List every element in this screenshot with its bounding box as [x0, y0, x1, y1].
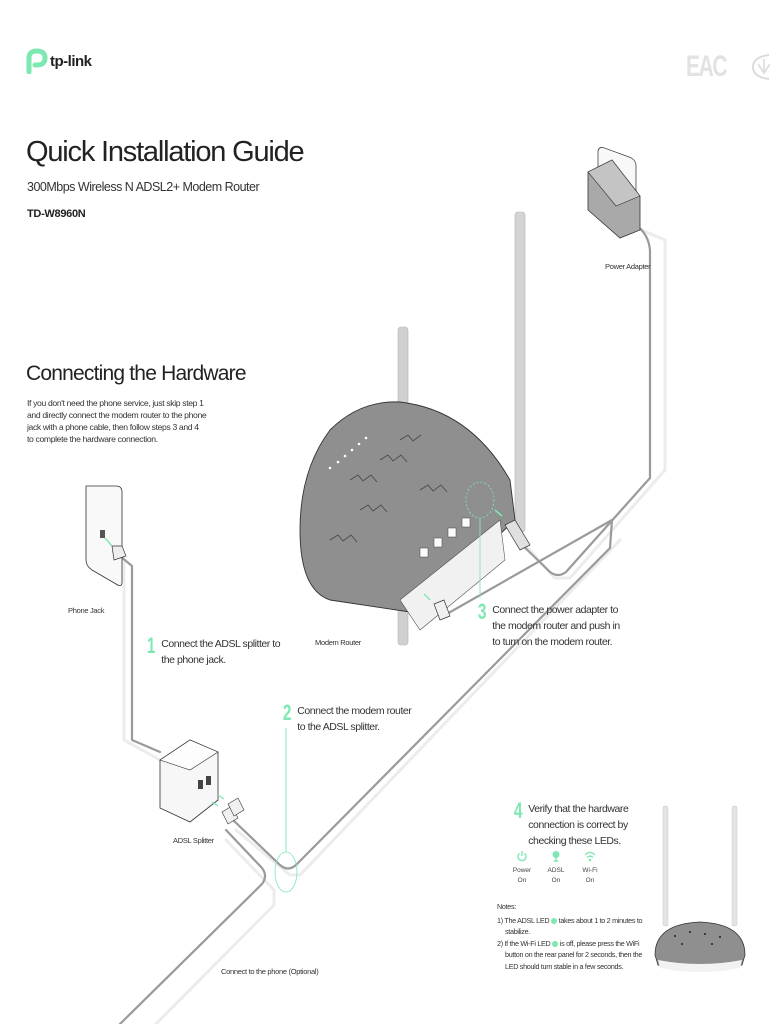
- led-status-list: Power On ADSL On Wi-Fi On: [512, 850, 600, 886]
- step-number: 2: [282, 700, 292, 725]
- adsl-led-icon: [550, 917, 557, 924]
- note-text: 2) If the Wi-Fi LED: [497, 938, 551, 948]
- led-state: On: [551, 877, 561, 884]
- model-number: TD-W8960N: [27, 208, 86, 220]
- product-subtitle: 300Mbps Wireless N ADSL2+ Modem Router: [27, 180, 260, 194]
- led-name: ADSL: [547, 867, 565, 874]
- step-3: 3 Connect the power adapter to the modem…: [476, 599, 626, 650]
- modem-router-illustration: [299, 401, 516, 631]
- led-name: Power: [512, 867, 532, 874]
- section-title: Connecting the Hardware: [26, 362, 247, 385]
- led-state: On: [585, 877, 595, 884]
- wifi-led-icon: [552, 940, 559, 947]
- antenna-right: [514, 211, 526, 533]
- notes: Notes: 1) The ADSL LED takes about 1 to …: [497, 901, 647, 972]
- note-text: takes about 1 to 2 minutes to stabilize.: [505, 915, 643, 937]
- wifi-icon: [584, 851, 596, 862]
- section-intro: If you don't need the phone service, jus…: [27, 398, 207, 444]
- led-wifi: Wi-Fi On: [580, 850, 600, 886]
- certification-marks: EAC: [686, 50, 770, 84]
- notes-title: Notes:: [497, 902, 516, 911]
- step-number: 3: [477, 599, 487, 624]
- tp-link-logo-icon: [26, 48, 48, 74]
- splitter-cable-shadow: [122, 558, 162, 762]
- power-cable: [510, 220, 652, 577]
- small-router-illustration: [654, 805, 746, 972]
- step-text: Connect the modem router to the ADSL spl…: [297, 705, 412, 733]
- dsl-plug: [433, 599, 451, 621]
- phone-cable: [118, 828, 267, 1024]
- note-item: 2) If the Wi-Fi LED is off, please press…: [497, 938, 647, 973]
- label-connect-phone: Connect to the phone (Optional): [221, 967, 319, 976]
- modem-splitter-cable: [231, 518, 614, 870]
- step-text: Connect the power adapter to the modem r…: [492, 604, 620, 648]
- led-adsl: ADSL On: [546, 850, 566, 886]
- phone-jack-plate: [85, 485, 127, 586]
- adsl-icon: [552, 851, 560, 862]
- step-4: 4 Verify that the hardware connection is…: [512, 798, 652, 849]
- ukraine-conformity-icon: [752, 54, 770, 80]
- tp-link-logo: tp-link: [26, 48, 92, 74]
- step-1: 1 Connect the ADSL splitter to the phone…: [145, 633, 285, 668]
- power-adapter: [587, 147, 641, 239]
- note-item: 1) The ADSL LED takes about 1 to 2 minut…: [497, 915, 647, 938]
- step-number: 1: [146, 633, 156, 658]
- page-title: Quick Installation Guide: [26, 136, 305, 168]
- power-plug: [504, 519, 531, 551]
- logo-text: tp-link: [50, 52, 92, 70]
- note-text: 1) The ADSL LED: [497, 915, 550, 925]
- label-adsl-splitter: ADSL Splitter: [173, 836, 214, 845]
- label-phone-jack: Phone Jack: [68, 606, 105, 615]
- step-number: 4: [513, 798, 523, 823]
- led-name: Wi-Fi: [582, 867, 598, 874]
- power-icon: [517, 851, 527, 862]
- led-state: On: [517, 877, 527, 884]
- label-power-adapter: Power Adapter: [605, 262, 651, 271]
- adsl-splitter-illustration: [159, 739, 245, 825]
- step-text: Verify that the hardware connection is c…: [528, 803, 629, 847]
- label-modem-router: Modem Router: [315, 638, 362, 647]
- eac-mark: EAC: [686, 50, 728, 83]
- step-2: 2 Connect the modem router to the ADSL s…: [281, 700, 421, 735]
- note-text: is off, please press the WiFi button on …: [505, 938, 643, 971]
- step-text: Connect the ADSL splitter to the phone j…: [161, 638, 281, 666]
- led-power: Power On: [512, 850, 532, 886]
- phone-jack-cable: [118, 554, 162, 754]
